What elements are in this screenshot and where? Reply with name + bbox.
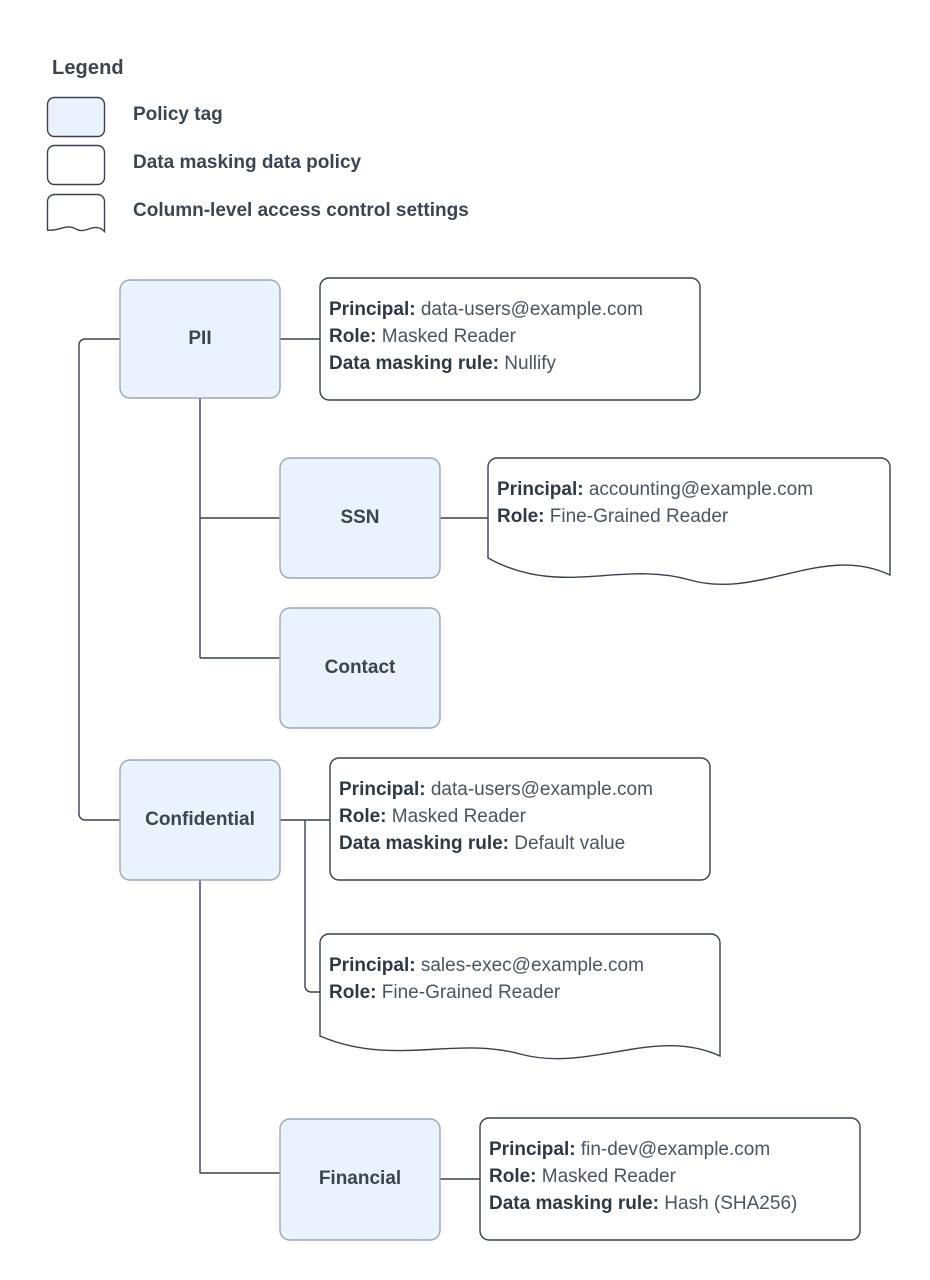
legend-label-column-level-access-control-settings: Column-level access control settings [133,200,469,221]
policy-line: Role: Fine-Grained Reader [497,503,813,530]
edge-confidential-financial [199,880,280,1174]
policy-line-value: Masked Reader [536,1166,676,1187]
policy-line-value: data-users@example.com [415,299,643,320]
policy-line-label: Role: [489,1166,537,1187]
policy-line-label: Principal: [329,299,416,320]
policy-line-value: Nullify [499,353,557,374]
policy-line-label: Role: [329,326,377,347]
policy-line-label: Principal: [329,955,416,976]
legend-swatch-column-level-access-control-settings [46,193,106,234]
policy-box-financial-policy[interactable] [479,1117,861,1241]
node-label-pii: PII [188,328,212,349]
policy-line: Data masking rule: Default value [339,830,653,857]
policy-line: Role: Masked Reader [339,803,653,830]
policy-line: Data masking rule: Nullify [329,350,643,377]
policy-line-value: sales-exec@example.com [415,955,644,976]
policy-line-value: accounting@example.com [583,479,814,500]
policy-box-pii-policy[interactable] [319,277,701,401]
legend-title: Legend [52,57,124,79]
node-pii[interactable] [119,279,281,399]
policy-line-value: fin-dev@example.com [575,1139,771,1160]
policy-line-value: Masked Reader [386,806,526,827]
policy-line-label: Principal: [497,479,584,500]
edge-confidential-access [304,820,320,993]
policy-line-label: Role: [329,982,377,1003]
node-ssn[interactable] [279,457,441,579]
policy-line: Principal: data-users@example.com [329,296,643,323]
policy-line-label: Principal: [339,779,426,800]
policy-line-value: Masked Reader [376,326,516,347]
policy-line-label: Principal: [489,1139,576,1160]
node-label-contact: Contact [324,657,396,678]
policy-line-value: Hash (SHA256) [659,1193,798,1214]
node-contact[interactable] [279,607,441,729]
policy-box-confidential-access[interactable] [319,933,721,1060]
policy-line-label: Data masking rule: [329,353,499,374]
legend-label-data-masking-data-policy: Data masking data policy [133,152,362,173]
policy-line: Principal: accounting@example.com [497,476,813,503]
policy-line-value: Default value [509,833,626,854]
policy-line-label: Role: [497,506,545,527]
legend-swatch-policy-tag [46,96,106,138]
policy-line: Data masking rule: Hash (SHA256) [489,1190,797,1217]
policy-line-value: Fine-Grained Reader [544,506,729,527]
node-confidential[interactable] [119,759,281,881]
policy-line-value: Fine-Grained Reader [376,982,561,1003]
policy-box-confidential-policy[interactable] [329,757,711,881]
node-label-ssn: SSN [340,507,380,528]
policy-line: Principal: sales-exec@example.com [329,952,644,979]
policy-line-label: Role: [339,806,387,827]
policy-line: Role: Masked Reader [489,1163,797,1190]
policy-box-ssn-policy[interactable] [487,457,891,585]
legend-label-policy-tag: Policy tag [133,104,223,125]
policy-line-value: data-users@example.com [425,779,653,800]
policy-line: Principal: fin-dev@example.com [489,1136,797,1163]
policy-line-label: Data masking rule: [339,833,509,854]
node-financial[interactable] [279,1118,441,1241]
legend-swatch-data-masking-data-policy [46,144,106,186]
policy-line: Principal: data-users@example.com [339,776,653,803]
node-label-financial: Financial [318,1168,402,1189]
node-label-confidential: Confidential [145,809,255,830]
policy-line-label: Data masking rule: [489,1193,659,1214]
edge-group [78,338,488,1180]
policy-line: Role: Masked Reader [329,323,643,350]
edge-root-confidential [78,345,120,821]
edge-root-pii [78,338,120,346]
policy-line: Role: Fine-Grained Reader [329,979,644,1006]
